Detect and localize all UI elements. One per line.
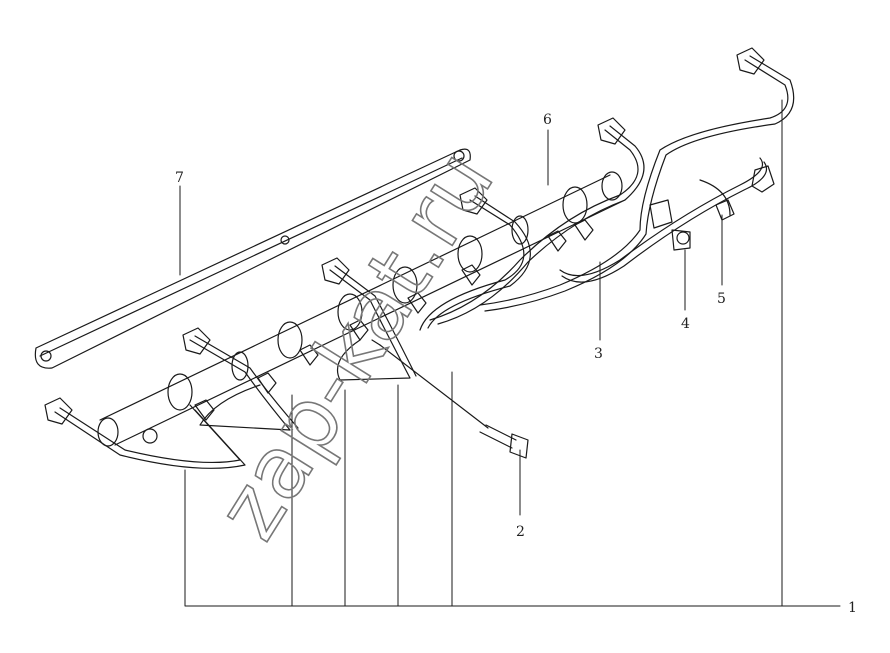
callout-1: 1 [848,600,857,616]
svg-text:zap-kat.ru: zap-kat.ru [198,134,514,556]
mounting-bar [34,148,471,369]
callout-6: 6 [543,112,552,128]
callout-4: 4 [681,316,690,332]
leader-lines [179,99,841,607]
banjo-bolt [371,339,529,459]
pipe-clamp [649,199,691,251]
callout-3: 3 [594,346,603,362]
watermark: zap-kat.ru [197,133,514,557]
union-nuts [44,47,775,425]
callout-5: 5 [717,291,726,307]
callout-2: 2 [516,524,525,540]
fuel-rail [97,171,626,447]
injection-pipes [54,55,795,469]
callout-7: 7 [175,170,184,186]
